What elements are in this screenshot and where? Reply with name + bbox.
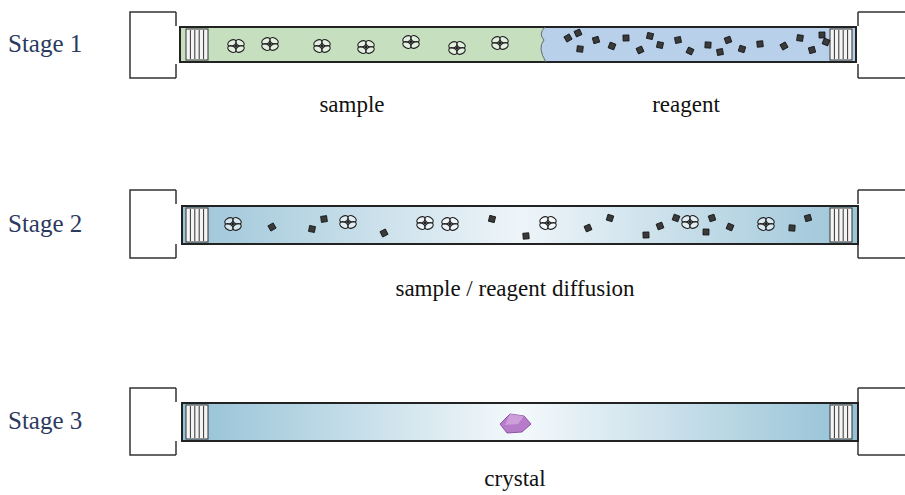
plug	[186, 405, 208, 439]
reagent-particle	[488, 215, 495, 222]
reagent-particle	[819, 32, 825, 38]
sample-molecule	[357, 39, 376, 55]
reagent-particle	[308, 225, 315, 232]
stage-label: Stage 2	[8, 210, 82, 238]
reagent-particle	[780, 42, 788, 50]
particles	[224, 29, 830, 239]
reagent-particle	[268, 223, 276, 231]
reagent-particle	[606, 214, 613, 221]
stage-label: Stage 3	[8, 407, 82, 435]
reagent-particle	[808, 46, 815, 53]
reagent-particle	[380, 229, 388, 237]
sample-molecule	[441, 216, 460, 232]
sample-molecule	[681, 214, 700, 230]
reagent-particle	[789, 225, 795, 231]
caption-label: crystal	[484, 466, 545, 491]
crystal-shape	[500, 414, 531, 433]
plug	[186, 208, 208, 242]
reagent-particle	[646, 32, 653, 39]
reagent-particle	[564, 34, 572, 42]
caption-label: sample / reagent diffusion	[395, 276, 634, 301]
reagent-particle	[757, 41, 764, 48]
reagent-particle	[608, 42, 616, 50]
reagent-particle	[797, 35, 804, 42]
reagent-particle	[703, 229, 709, 235]
reagent-particle	[577, 46, 584, 53]
reagent-particle	[656, 222, 664, 230]
sample-molecule	[224, 216, 243, 232]
reagent-particle	[636, 46, 644, 54]
reagent-particle	[321, 216, 328, 223]
reagent-particle	[592, 36, 599, 43]
sample-molecule	[448, 40, 467, 56]
caption-label: reagent	[652, 92, 720, 117]
capillary-tube	[130, 388, 905, 455]
reagent-particle	[705, 42, 711, 48]
plug	[830, 208, 852, 242]
capillary-tube	[130, 190, 905, 258]
reagent-particle	[623, 35, 629, 41]
reagent-particle	[717, 49, 724, 56]
reagent-particle	[672, 214, 680, 222]
reagent-particle	[643, 232, 649, 238]
capillary-tube	[130, 12, 905, 78]
sample-molecule	[757, 216, 776, 232]
reagent-particle	[804, 214, 811, 221]
reagent-particle	[584, 224, 592, 232]
reagent-particle	[738, 45, 745, 52]
sample-molecule	[313, 38, 332, 54]
end-plugs	[186, 29, 852, 439]
reagent-particle	[674, 36, 681, 43]
reagent-particle	[724, 36, 732, 44]
reagent-particle	[726, 223, 734, 231]
sample-molecule	[539, 215, 558, 231]
sample-molecule	[402, 34, 421, 50]
sample-molecule	[339, 214, 358, 230]
sample-molecule	[261, 36, 280, 52]
reagent-particle	[822, 38, 830, 46]
plug	[830, 29, 852, 60]
sample-molecule	[491, 35, 510, 51]
reagent-particle	[523, 233, 530, 240]
reagent-particle	[574, 29, 582, 37]
reagent-particle	[686, 47, 694, 55]
caption-label: sample	[319, 92, 384, 117]
reagent-particle	[708, 214, 716, 222]
stage-label: Stage 1	[8, 30, 82, 58]
plug	[186, 29, 208, 60]
sample-molecule	[227, 38, 246, 54]
plug	[830, 405, 852, 439]
reagent-particle	[656, 41, 663, 48]
sample-molecule	[416, 215, 435, 231]
